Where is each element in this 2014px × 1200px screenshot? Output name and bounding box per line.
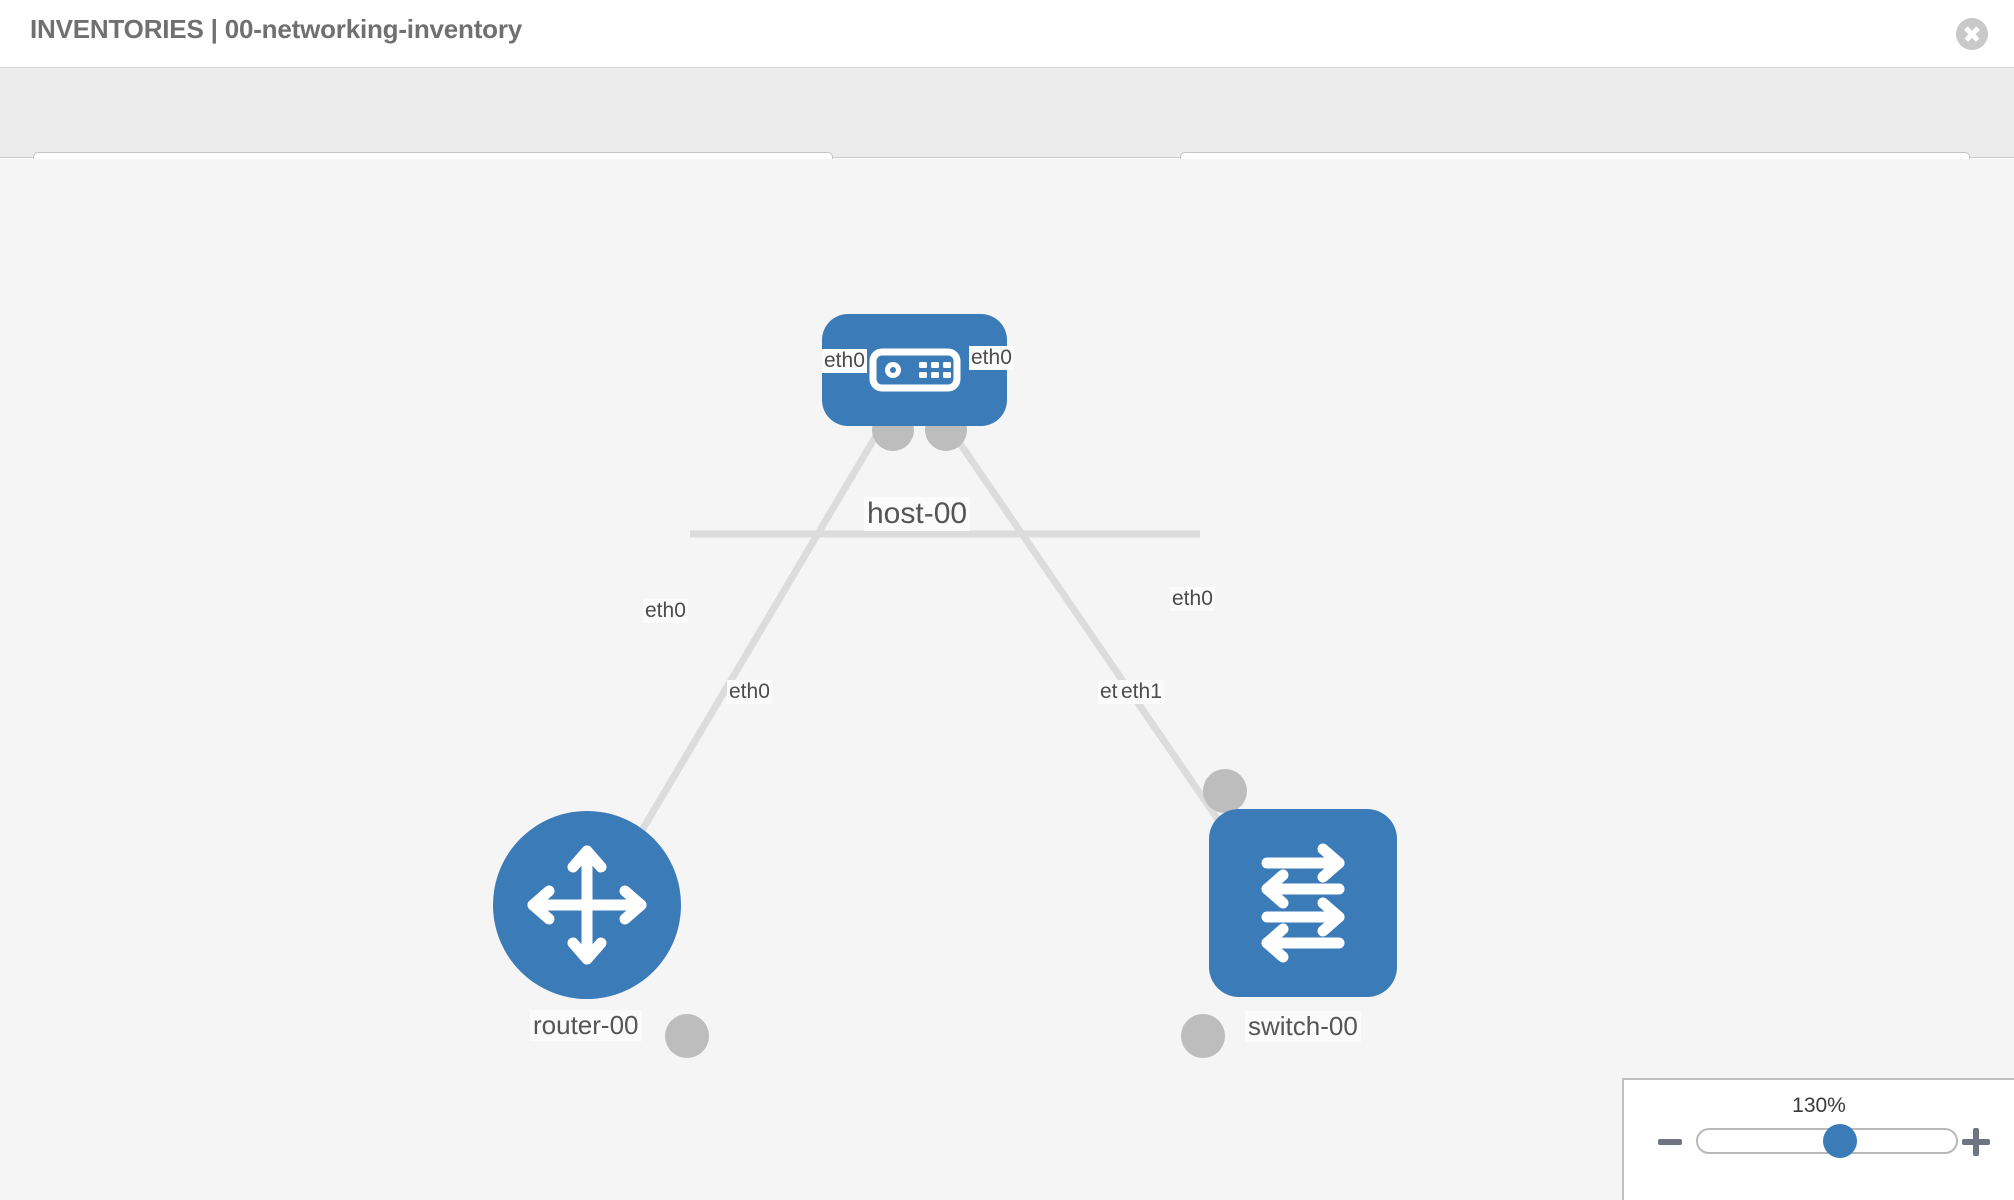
edge-label-router-upper: eth0 [643, 599, 688, 623]
switch-arrows-icon [1261, 843, 1345, 963]
edge-label-switch-left-b: eth1 [1119, 680, 1164, 704]
port-nub-router-right[interactable] [665, 1014, 709, 1058]
node-label-switch-00: switch-00 [1245, 1011, 1361, 1042]
node-label-host-00: host-00 [864, 497, 971, 531]
zoom-control-panel: 130% [1622, 1078, 2014, 1200]
edge-label-switch-upper: eth0 [1170, 587, 1215, 611]
topology-canvas[interactable]: host-00 router-00 [0, 159, 2014, 1200]
zoom-in-button[interactable] [1962, 1128, 1990, 1156]
router-arrows-icon [527, 845, 647, 965]
close-icon[interactable] [1956, 18, 1988, 50]
node-label-router-00: router-00 [530, 1010, 642, 1041]
zoom-slider-thumb[interactable] [1822, 1124, 1857, 1158]
port-nub-switch-top[interactable] [1203, 769, 1247, 813]
server-icon [869, 348, 960, 392]
zoom-level-label: 130% [1792, 1094, 1846, 1117]
port-nub-switch-left[interactable] [1181, 1014, 1225, 1058]
app-header: INVENTORIES | 00-networking-inventory [0, 0, 2014, 68]
edge-label-host-left: eth0 [822, 349, 867, 373]
zoom-slider-track[interactable] [1696, 1124, 1958, 1158]
switch-node-shape[interactable] [1209, 809, 1397, 997]
topology-links [621, 427, 1248, 861]
toolbar: ACTIONS SEARCH [0, 68, 2014, 208]
edge-label-router-right: eth0 [727, 680, 772, 704]
page-title: INVENTORIES | 00-networking-inventory [30, 14, 523, 44]
router-node-shape[interactable] [493, 811, 681, 999]
edge-label-host-right: eth0 [969, 346, 1014, 370]
zoom-out-button[interactable] [1658, 1139, 1682, 1145]
